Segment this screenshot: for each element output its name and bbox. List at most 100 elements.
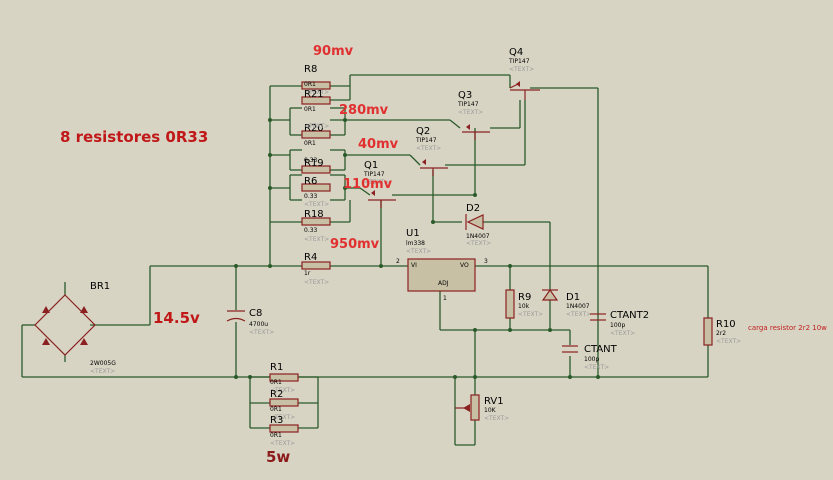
diode-d2[interactable]: D2 1N4007 <TEXT>: [465, 203, 491, 247]
capacitor-ctant2[interactable]: CTANT2 100p <TEXT>: [590, 310, 649, 337]
resistor-r4[interactable]: R4 1r <TEXT>: [301, 252, 331, 286]
regulator-u1[interactable]: U1 lm338 <TEXT> VI VO ADJ 2 3 1: [396, 228, 488, 302]
annotation-load: carga resistor 2r2 10w: [748, 324, 827, 332]
svg-text:<TEXT>: <TEXT>: [406, 248, 431, 255]
svg-text:<TEXT>: <TEXT>: [304, 236, 329, 243]
svg-text:<TEXT>: <TEXT>: [416, 145, 441, 152]
svg-text:2W005G: 2W005G: [90, 360, 116, 367]
svg-text:<TEXT>: <TEXT>: [304, 201, 329, 208]
svg-text:0R1: 0R1: [304, 81, 316, 88]
resistor-r10[interactable]: R10 2r2 <TEXT>: [703, 317, 741, 346]
resistor-r19[interactable]: R19 0.33: [301, 157, 331, 174]
svg-text:<TEXT>: <TEXT>: [270, 387, 295, 394]
svg-text:D2: D2: [466, 203, 480, 214]
svg-text:BR1: BR1: [90, 281, 110, 292]
svg-text:VO: VO: [460, 262, 469, 269]
resistor-r2[interactable]: R2 0R1 <TEXT>: [269, 389, 299, 421]
svg-text:<TEXT>: <TEXT>: [304, 123, 329, 130]
svg-text:ADJ: ADJ: [438, 280, 449, 287]
svg-text:1N4007: 1N4007: [466, 233, 490, 240]
svg-text:R2: R2: [270, 389, 283, 400]
svg-text:TIP147: TIP147: [363, 171, 385, 178]
svg-text:lm338: lm338: [406, 240, 425, 247]
svg-text:2r2: 2r2: [716, 330, 726, 337]
svg-text:<TEXT>: <TEXT>: [566, 311, 591, 318]
svg-text:<TEXT>: <TEXT>: [458, 109, 483, 116]
svg-text:4700u: 4700u: [249, 321, 268, 328]
resistor-r8[interactable]: R8 0R1 <TEXT>: [301, 64, 331, 96]
svg-text:<TEXT>: <TEXT>: [484, 415, 509, 422]
svg-text:0R1: 0R1: [270, 406, 282, 413]
svg-text:D1: D1: [566, 292, 580, 303]
transistor-q2[interactable]: Q2 TIP147 <TEXT>: [415, 126, 448, 176]
resistor-r9[interactable]: R9 10k <TEXT>: [505, 289, 543, 319]
svg-text:0R1: 0R1: [304, 106, 316, 113]
svg-text:R21: R21: [304, 89, 324, 100]
annotation-40mv: 40mv: [358, 137, 399, 152]
svg-text:<TEXT>: <TEXT>: [249, 329, 274, 336]
capacitor-ctant[interactable]: CTANT 100p <TEXT>: [562, 344, 618, 371]
svg-text:R18: R18: [304, 209, 324, 220]
svg-text:10K: 10K: [484, 407, 497, 414]
svg-text:<TEXT>: <TEXT>: [304, 89, 329, 96]
resistor-r21[interactable]: R21 0R1: [301, 89, 331, 113]
diode-d1[interactable]: D1 1N4007 <TEXT>: [541, 288, 591, 318]
svg-text:R10: R10: [716, 319, 736, 330]
annotation-8-resistores: 8 resistores 0R33: [60, 128, 208, 146]
resistor-r18[interactable]: R18 0.33 <TEXT>: [301, 209, 331, 243]
svg-text:<TEXT>: <TEXT>: [509, 66, 534, 73]
wires: [21, 74, 709, 446]
svg-text:CTANT2: CTANT2: [610, 310, 649, 321]
svg-text:<TEXT>: <TEXT>: [364, 179, 389, 186]
annotation-14-5v: 14.5v: [153, 309, 200, 327]
svg-text:R20: R20: [304, 123, 324, 134]
svg-text:<TEXT>: <TEXT>: [518, 311, 543, 318]
svg-text:Q3: Q3: [458, 90, 472, 101]
transistor-q4[interactable]: Q4 TIP147 <TEXT>: [508, 47, 540, 100]
svg-text:RV1: RV1: [484, 396, 504, 407]
svg-text:2: 2: [396, 258, 400, 265]
svg-text:Q1: Q1: [364, 160, 378, 171]
svg-text:R6: R6: [304, 176, 317, 187]
resistor-r6[interactable]: R6 0.33 <TEXT>: [301, 176, 331, 208]
annotation-110mv: 110mv: [343, 177, 393, 192]
bridge-rectifier-br1[interactable]: BR1 2W005G <TEXT>: [34, 281, 116, 375]
svg-text:U1: U1: [406, 228, 420, 239]
svg-text:R3: R3: [270, 415, 283, 426]
svg-text:<TEXT>: <TEXT>: [304, 279, 329, 286]
svg-text:<TEXT>: <TEXT>: [270, 414, 295, 421]
svg-text:VI: VI: [411, 262, 417, 269]
potentiometer-rv1[interactable]: RV1 10K <TEXT>: [455, 394, 509, 422]
svg-text:R9: R9: [518, 292, 531, 303]
svg-text:<TEXT>: <TEXT>: [90, 368, 115, 375]
svg-text:<TEXT>: <TEXT>: [716, 338, 741, 345]
svg-text:1N4007: 1N4007: [566, 303, 590, 310]
svg-text:0.33: 0.33: [304, 227, 318, 234]
svg-text:TIP147: TIP147: [508, 58, 530, 65]
svg-text:<TEXT>: <TEXT>: [466, 240, 491, 247]
svg-text:TIP147: TIP147: [457, 101, 479, 108]
annotation-950mv: 950mv: [330, 237, 380, 252]
annotation-5w: 5w: [266, 448, 290, 466]
svg-text:0.33: 0.33: [304, 157, 318, 164]
svg-text:CTANT: CTANT: [584, 344, 618, 355]
svg-text:R8: R8: [304, 64, 317, 75]
svg-text:<TEXT>: <TEXT>: [584, 364, 609, 371]
transistor-q1[interactable]: Q1 TIP147 <TEXT>: [363, 160, 396, 208]
svg-text:3: 3: [484, 258, 488, 265]
resistor-r1[interactable]: R1 0R1 <TEXT>: [269, 362, 299, 394]
annotation-90mv: 90mv: [313, 44, 354, 59]
svg-text:Q4: Q4: [509, 47, 523, 58]
svg-text:R19: R19: [304, 158, 324, 169]
svg-text:R1: R1: [270, 362, 283, 373]
svg-text:0R1: 0R1: [304, 140, 316, 147]
transistor-q3[interactable]: Q3 TIP147 <TEXT>: [457, 90, 490, 140]
capacitor-c8[interactable]: C8 4700u <TEXT>: [226, 308, 274, 336]
resistor-r3[interactable]: R3 0R1 <TEXT>: [269, 415, 299, 447]
resistor-r20[interactable]: R20 0R1 <TEXT>: [301, 123, 331, 147]
svg-text:10k: 10k: [518, 303, 530, 310]
svg-text:100p: 100p: [584, 356, 599, 363]
svg-text:0R1: 0R1: [270, 432, 282, 439]
svg-text:0R1: 0R1: [270, 379, 282, 386]
